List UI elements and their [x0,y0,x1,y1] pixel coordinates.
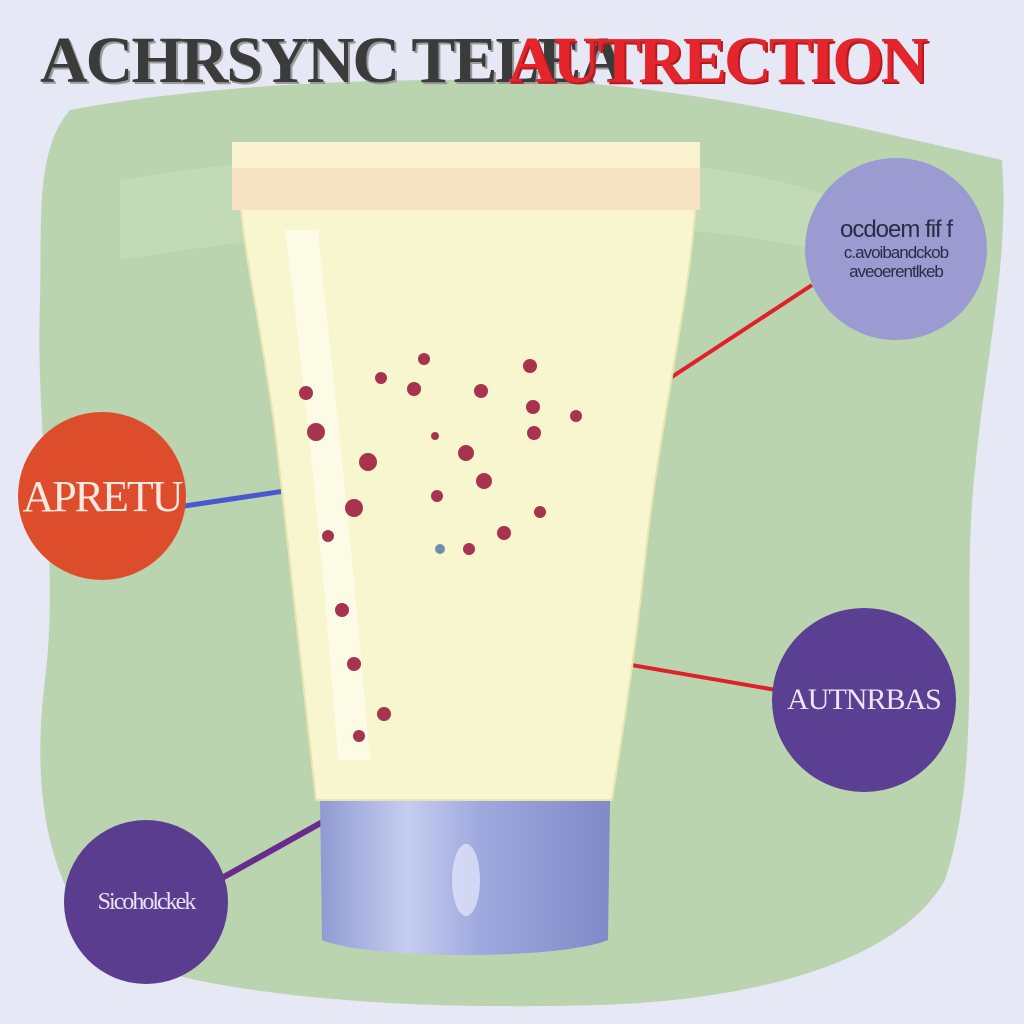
dot [307,423,325,441]
dot [377,707,391,721]
dot [527,426,541,440]
connector-right [619,661,777,692]
dot [322,530,334,542]
tube-dots [299,353,582,742]
title-left: ACHRSYNC TELEA [40,24,627,97]
callout-bottom-left-label: Sicoholckek [97,888,197,915]
dot [431,490,443,502]
tube-body-shine [285,230,370,760]
dot [431,432,439,440]
dot [359,453,377,471]
dot [407,382,421,396]
callout-top-right-line2: c.avoibandckob [843,243,949,262]
title-right: AUTRECTION [508,24,928,97]
callout-left-label: APRETU [22,471,183,521]
connector-top-right [650,283,814,392]
dot [526,400,540,414]
callout-top-right: ocdoem fif f c.avoibandckob aveoerentlke… [805,158,987,340]
callout-bottom-left: Sicoholckek [64,820,228,984]
dot [463,543,475,555]
callout-left: APRETU [18,412,186,580]
callout-right-label: AUTNRBAS [787,683,942,716]
dot [497,526,511,540]
dot [435,544,445,554]
dot [345,499,363,517]
dot [458,445,474,461]
dot [534,506,546,518]
dot [418,353,430,365]
tube-crimp-top [232,142,700,168]
dot [299,386,313,400]
callout-right: AUTNRBAS [772,608,956,792]
dot [347,657,361,671]
cap-drop-highlight [452,844,480,916]
dot [474,384,488,398]
dot [476,473,492,489]
callout-top-right-line3: aveoerentlkeb [849,262,944,281]
dot [523,359,537,373]
dot [353,730,365,742]
dot [570,410,582,422]
dot [335,603,349,617]
dot [375,372,387,384]
callout-top-right-line1: ocdoem fif f [839,216,953,243]
